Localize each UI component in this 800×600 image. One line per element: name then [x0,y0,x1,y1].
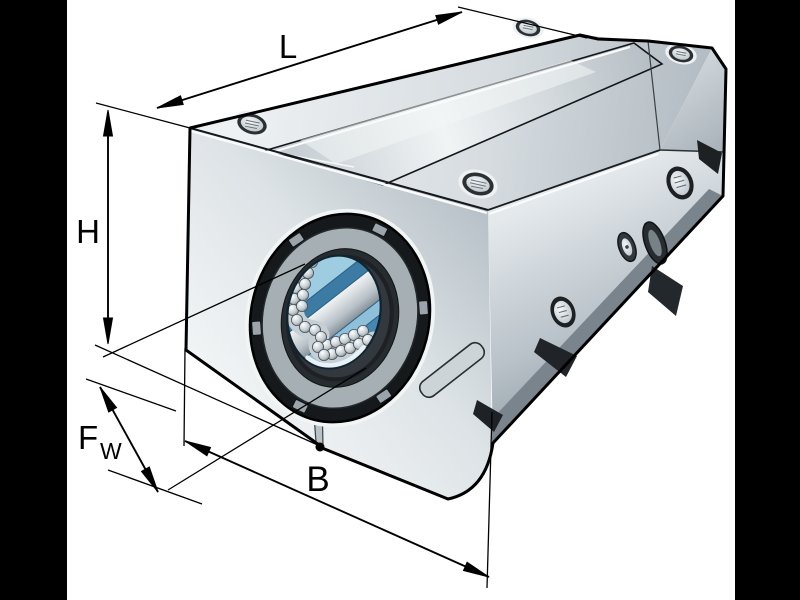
arrowhead [156,95,184,109]
face-chamfer-halo [244,208,436,428]
extension-line [457,6,588,39]
clamp-slot-outline [418,341,486,399]
arrowhead [99,386,118,413]
dimension-label-H: H [76,213,100,250]
extension-line [95,102,191,129]
extension-line [94,344,321,447]
arrowhead [102,317,114,345]
extension-line [183,347,186,447]
bearing-assembly [244,208,436,428]
arrowhead [184,440,212,457]
dimension-FW [85,263,367,505]
threaded-hole-top-front-right [458,169,498,199]
housing-body [184,17,728,501]
end-chamfer-face [660,48,726,152]
dimension-label-F: F [78,419,98,456]
dimension-label-B: B [306,460,329,499]
ball-row-lower [311,324,374,361]
dimension-line [184,440,490,578]
front-top-edge [189,127,489,211]
dimension-B [183,347,493,589]
threaded-hole-side-lower [550,296,576,328]
corner-slot-bottom [534,338,577,377]
arrowhead [102,109,114,137]
extension-line [486,411,493,589]
corner-slot-mid-right [648,266,683,316]
clamp-slot-end [642,221,668,265]
threaded-hole-top-front-left [233,110,271,138]
dimension-label-L: L [279,28,297,65]
leader-line-lower-ball-row [167,367,367,491]
dimension-L [95,6,588,129]
leader-line-upper-ball-row [102,263,306,358]
threaded-hole-side-upper [666,166,694,200]
arrowhead [435,11,463,25]
corner-slot-top-right [697,140,722,174]
dimension-line [156,11,463,109]
dimension-H [94,109,321,447]
bore-rim [286,254,382,370]
housing-silhouette [184,33,728,501]
arrowhead [462,561,490,578]
front-top-edge-highlight [190,129,488,215]
retaining-ring-tabs [251,222,429,414]
bore-rim-highlight [305,344,366,368]
arrowhead [140,466,159,493]
side-top-edge-highlight [488,152,659,216]
end-chamfer-edge [647,40,661,151]
extension-line [85,378,177,412]
threaded-hole-top-back-right [665,43,697,65]
side-top-edge [487,149,661,211]
dimension-label-F-subscript-W: W [100,438,122,464]
set-screw-hole-side [617,231,637,263]
threaded-hole-top-back-left [512,17,544,39]
shaft-raceway-band [275,252,393,376]
corner-slot-bottom-left [473,400,503,432]
dimension-annotations [85,6,588,589]
